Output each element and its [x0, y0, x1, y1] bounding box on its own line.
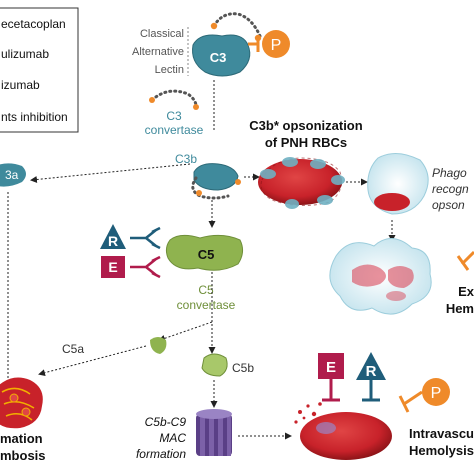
legend-item-pegcetacoplan: ecetacoplan: [1, 17, 66, 31]
intravascular-text-2: Hemolysis: [409, 443, 474, 458]
legend-item-eculizumab: izumab: [1, 78, 40, 92]
c5-convertase-line2: convertase: [177, 298, 236, 312]
c3-molecule: C3: [192, 34, 251, 77]
extravascular-cluster: [329, 238, 432, 315]
phago-text-3: opson: [432, 198, 465, 212]
arrow-c5a-to-inflammation: [38, 345, 147, 377]
mac-pore: [196, 409, 232, 456]
c3-label: C3: [210, 50, 227, 65]
pegcetacoplan-badge-bottom-letter: P: [431, 385, 442, 402]
c3-convertase-line1: C3: [166, 109, 182, 123]
extravascular-text-1: Ex: [458, 284, 474, 299]
thrombus-cluster: [0, 377, 43, 429]
ravulizumab-badge-bottom: R: [356, 352, 386, 402]
pegcetacoplan-badge-letter: P: [271, 37, 282, 54]
ravulizumab-badge-letter: R: [108, 233, 118, 249]
c5-convertase-line1: C5: [198, 283, 214, 297]
phago-text-2: recogn: [432, 182, 469, 196]
c3-chain: [212, 12, 262, 38]
ravulizumab-antibody: [130, 226, 161, 250]
other-inhibition-bar-cap: [456, 255, 470, 271]
pathway-classical: Classical: [140, 28, 184, 40]
mac-text-2: MAC: [159, 431, 186, 445]
legend-item-other-inhibition: nts inhibition: [1, 110, 68, 124]
pegcetacoplan-badge: P: [248, 30, 290, 58]
opsonization-title-1: C3b* opsonization: [249, 118, 362, 133]
c5a-label: C5a: [62, 342, 84, 356]
c3b-label: C3b: [175, 152, 197, 166]
inflammation-text-1: mation: [0, 431, 43, 446]
eculizumab-antibody: [130, 255, 161, 279]
phago-text-1: Phago: [432, 166, 467, 180]
opsonized-rbc: [258, 157, 345, 209]
chain-end-dot: [193, 104, 199, 110]
mac-text-1: C5b-C9: [145, 415, 187, 429]
c3a-label: 3a: [5, 168, 19, 182]
c3b-molecule: [191, 163, 241, 200]
legend-item-ravulizumab: ulizumab: [1, 47, 49, 61]
chain-end-dot: [210, 22, 218, 30]
legend-box: ecetacoplan ulizumab izumab nts inhibiti…: [0, 7, 79, 133]
chain-end-dot: [149, 97, 155, 103]
c3a-molecule: 3a: [0, 163, 26, 187]
ravulizumab-badge-bottom-letter: R: [366, 363, 377, 380]
ravulizumab-badge: R: [100, 224, 126, 249]
eculizumab-badge-bottom: E: [318, 353, 344, 402]
extravascular-text-2: Hem: [446, 301, 474, 316]
eculizumab-badge: E: [101, 256, 125, 278]
intravascular-text-1: Intravascu: [409, 426, 474, 441]
inflammation-text-2: mbosis: [0, 448, 46, 463]
pegcetacoplan-badge-bottom: P: [398, 378, 450, 413]
c5b-label: C5b: [232, 361, 254, 375]
mac-text-3: formation: [136, 447, 186, 461]
lysing-rbc: [294, 402, 392, 460]
arrow-to-c3a: [30, 163, 191, 183]
c3-convertase-line2: convertase: [145, 123, 204, 137]
c5-label: C5: [198, 247, 215, 262]
c5-molecule: C5: [165, 234, 244, 271]
c5a-molecule: [150, 337, 167, 354]
pathway-alternative: Alternative: [132, 46, 184, 58]
arrow-to-c5a-mol: [158, 321, 213, 342]
pathway-lectin: Lectin: [155, 64, 184, 76]
c5b-molecule: [201, 353, 228, 377]
eculizumab-badge-bottom-letter: E: [326, 359, 336, 376]
opsonization-title-2: of PNH RBCs: [265, 135, 347, 150]
c3-convertase-chain: [150, 89, 198, 108]
phagocyte-cell: [367, 153, 429, 215]
eculizumab-badge-letter: E: [108, 259, 117, 275]
